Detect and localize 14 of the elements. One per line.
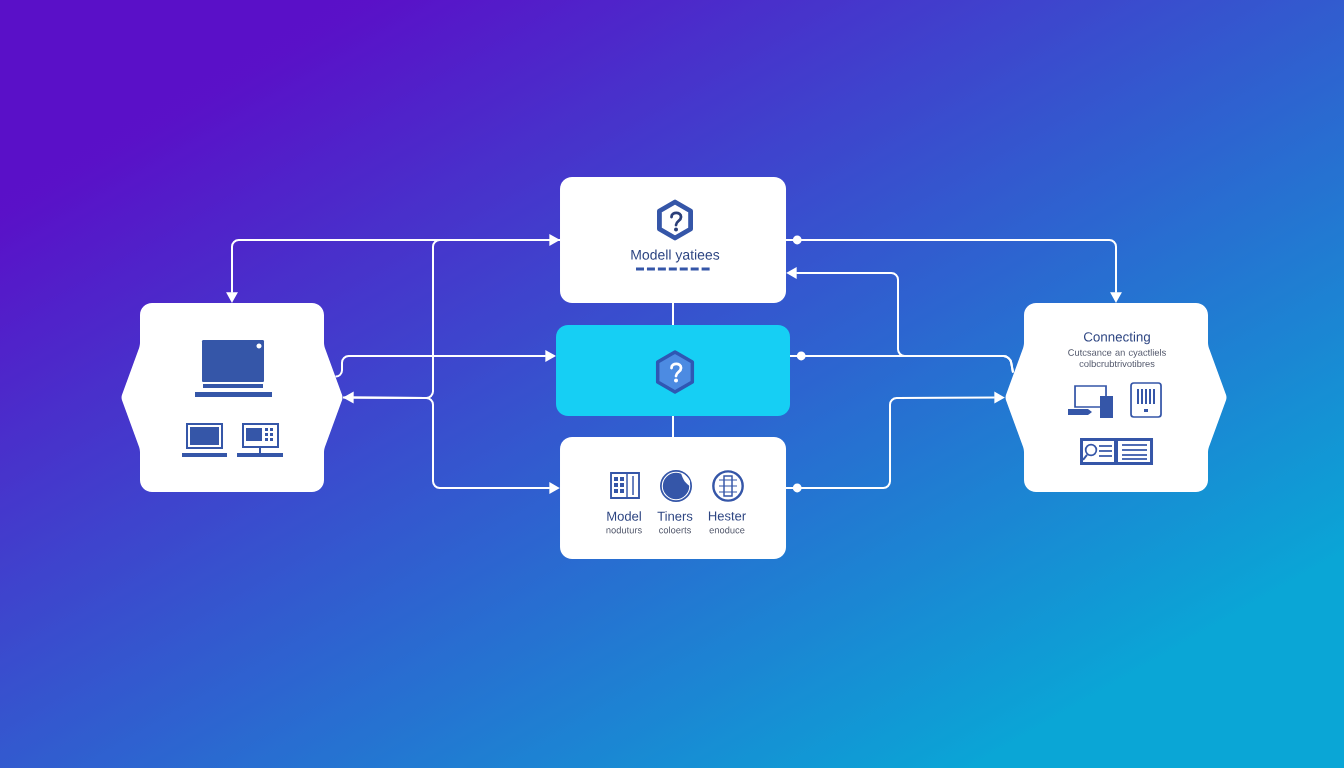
description: Cutcsance an cyactliels colbcrubtrivotibres: [1068, 349, 1166, 367]
connector-line: [672, 302, 674, 326]
hexagon-box: [1005, 303, 1227, 492]
item-title: Tiners: [657, 511, 693, 521]
process-box: [556, 325, 790, 416]
process-box: Modell yatiees: [560, 177, 786, 303]
heading: Connecting: [1083, 331, 1150, 345]
process-box: [560, 437, 786, 559]
item-caption: enoduce: [709, 526, 745, 534]
connector-line: [672, 415, 674, 438]
item-title: Hester: [708, 511, 746, 521]
item-caption: noduturs: [606, 526, 642, 534]
item-title: Model: [607, 511, 641, 521]
item-caption: coloerts: [659, 526, 691, 534]
